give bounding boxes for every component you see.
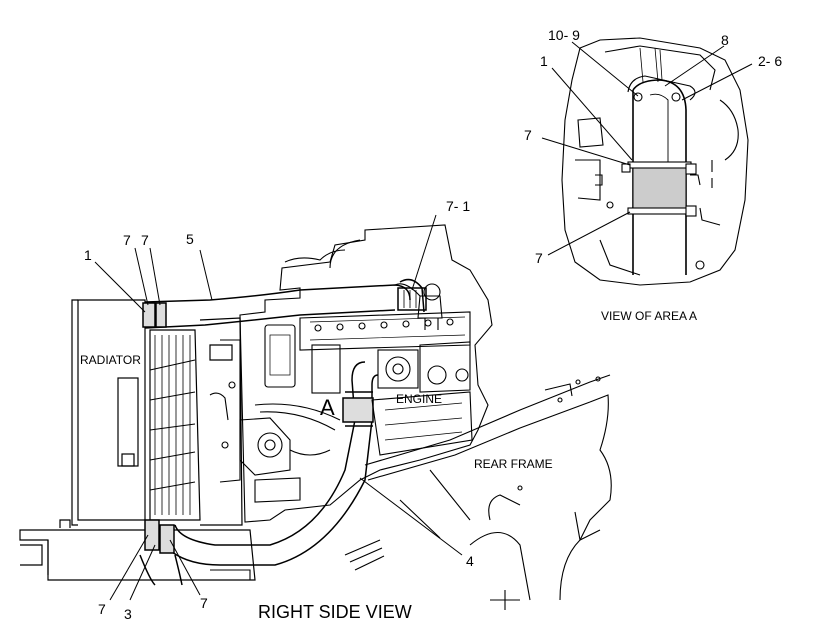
callout-7: 7 <box>524 127 532 143</box>
callout-7-1: 7- 1 <box>446 198 470 214</box>
lower-hose <box>139 361 379 586</box>
callout-8: 8 <box>721 32 729 48</box>
callout-7: 7 <box>98 601 106 617</box>
callout-10-9: 10- 9 <box>548 27 580 43</box>
leader-lines-detail <box>541 41 753 256</box>
leader-lines-main <box>94 214 463 601</box>
upper-hose <box>142 278 427 329</box>
callout-5: 5 <box>186 231 194 247</box>
radiator-label: RADIATOR <box>80 353 141 367</box>
engine-block <box>209 224 493 523</box>
detail-view <box>561 37 749 286</box>
rear-frame-label: REAR FRAME <box>474 457 553 471</box>
callout-1: 1 <box>84 247 92 263</box>
callout-7: 7 <box>123 232 131 248</box>
callout-7: 7 <box>141 232 149 248</box>
callout-4: 4 <box>466 553 474 569</box>
callout-1: 1 <box>540 53 548 69</box>
view-of-area-a-caption: VIEW OF AREA A <box>601 309 697 323</box>
radiator-assembly <box>19 299 256 581</box>
diagram-title: RIGHT SIDE VIEW <box>258 602 412 622</box>
engine-label: ENGINE <box>396 392 442 406</box>
callout-7: 7 <box>535 250 543 266</box>
callout-7: 7 <box>200 595 208 611</box>
callout-2-6: 2- 6 <box>758 53 782 69</box>
area-a-marker: A <box>320 395 335 420</box>
rear-frame <box>210 374 612 610</box>
callout-3: 3 <box>124 606 132 622</box>
